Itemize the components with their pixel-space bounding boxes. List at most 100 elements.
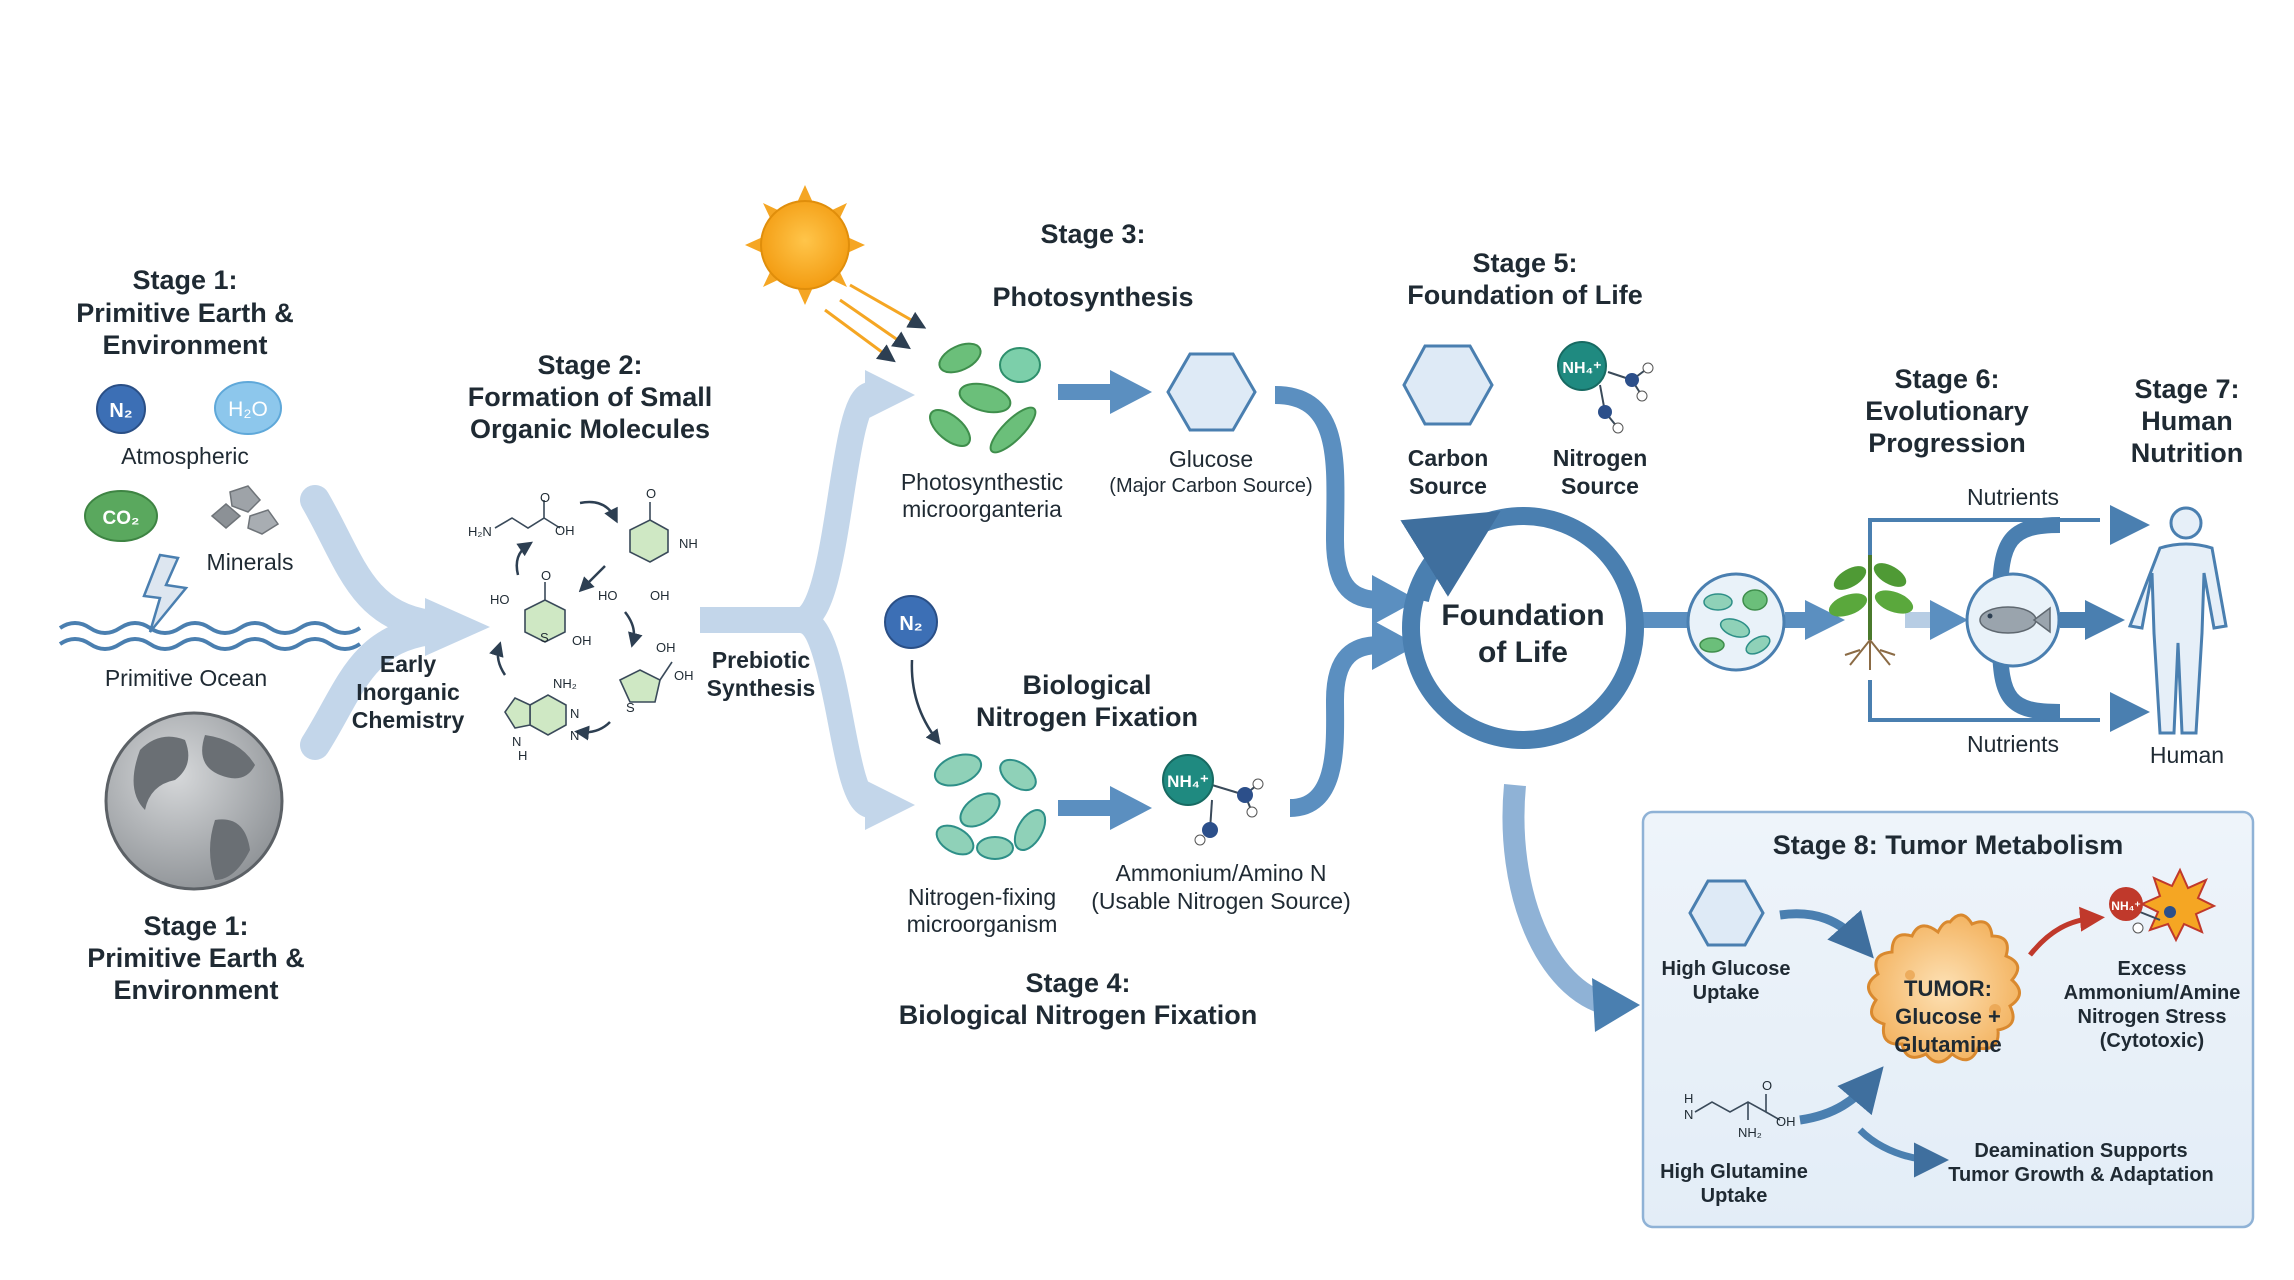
flow-arrows xyxy=(300,370,2150,1032)
nitrogen-fixing-bacteria-icon xyxy=(933,753,1047,860)
mol-oh-label-2: OH xyxy=(650,588,670,603)
n2-stage4-icon: N₂ xyxy=(884,595,941,745)
primitive-ocean-label: Primitive Ocean xyxy=(105,665,267,691)
arrowhead-plant-to-fish xyxy=(1930,600,1968,640)
stage8-title: Stage 8: Tumor Metabolism xyxy=(1773,830,2124,860)
foundation-of-life-circle: Foundation of Life xyxy=(1400,507,1644,749)
tumor-cell-icon: TUMOR: Glucose + Glutamine xyxy=(1867,913,2021,1064)
stage-3-title: Stage 3: Photosynthesis xyxy=(992,219,1193,312)
arrowhead-microbes-to-plant xyxy=(1805,600,1845,640)
nutrients-bottom-label: Nutrients xyxy=(1967,731,2059,757)
carbon-source-label-1: Carbon xyxy=(1408,445,1489,471)
mol-h-label: H xyxy=(518,748,527,763)
high-glutamine-label-1: High Glutamine xyxy=(1660,1161,1808,1183)
stage4-mid-title-2: Nitrogen Fixation xyxy=(976,702,1198,732)
glucose-hexagon-icon xyxy=(1166,352,1257,432)
early-inorganic-chemistry-label: Early Inorganic Chemistry xyxy=(352,651,465,733)
nutrients-top-bracket xyxy=(1868,518,2100,555)
fixer-label-2: microorganism xyxy=(907,911,1058,937)
prebiotic-synthesis-label: Prebiotic Synthesis xyxy=(707,647,816,701)
high-glutamine-label-2: Uptake xyxy=(1701,1185,1768,1207)
stage-4-title: Stage 4: Biological Nitrogen Fixation xyxy=(899,968,1258,1030)
early-chem-2: Inorganic xyxy=(356,679,460,705)
stage6-title-1: Stage 6: xyxy=(1894,364,1999,394)
lightning-icon xyxy=(142,553,189,633)
stage1-bottom-title-2: Primitive Earth & xyxy=(87,943,305,973)
early-chem-3: Chemistry xyxy=(352,707,465,733)
tumor-label-1: TUMOR: xyxy=(1904,976,1992,1001)
deamination-label-2: Tumor Growth & Adaptation xyxy=(1948,1164,2214,1186)
mol-n-label-2: N xyxy=(570,728,579,743)
molecule-labels: H₂N OH O NH O HO OH HO OH O S OH OH S NH… xyxy=(468,486,698,763)
small-organic-molecules xyxy=(494,500,673,736)
stage-8-panel: Stage 8: Tumor Metabolism High Glucose U… xyxy=(1641,810,2255,1229)
molecule-cycle-arrows xyxy=(489,500,643,741)
stage4-title-2: Biological Nitrogen Fixation xyxy=(899,1000,1258,1030)
arrowhead-organisms-to-glucose xyxy=(1110,370,1152,414)
foundation-label-1: Foundation xyxy=(1441,599,1604,632)
co2-cloud-icon: CO₂ xyxy=(84,490,158,542)
tumor-label-2: Glucose + xyxy=(1895,1004,2001,1029)
n2-label: N₂ xyxy=(109,400,132,422)
fish-icon xyxy=(1965,572,2061,668)
excess-label-1: Excess xyxy=(2118,958,2187,980)
arrow-tumor-to-excess xyxy=(2028,906,2105,957)
high-glucose-label-1: High Glucose xyxy=(1662,958,1791,980)
human-figure-icon xyxy=(2127,506,2228,735)
stage7-title-3: Nutrition xyxy=(2131,438,2243,468)
arrow-glutamine-to-tumor xyxy=(1799,1066,1884,1125)
flow-arrow-env-bottom xyxy=(300,615,445,760)
stage5-title-2: Foundation of Life xyxy=(1407,280,1642,310)
mol-s-label-2: S xyxy=(626,700,635,715)
glucose-label: Glucose xyxy=(1169,446,1253,472)
stage4-nh4-label: NH₄⁺ xyxy=(1167,772,1209,791)
stage-6-title: Stage 6: Evolutionary Progression xyxy=(1865,364,2029,458)
mol-h2n-label: H₂N xyxy=(468,524,492,539)
stage7-title-2: Human xyxy=(2141,406,2233,436)
arrow-glucose-to-tumor xyxy=(1779,909,1874,959)
ocean-wave-icon xyxy=(58,621,362,651)
stage-1-top: Stage 1: Primitive Earth & Environment xyxy=(76,265,294,360)
co2-label: CO₂ xyxy=(103,508,140,529)
stage4-n2-label: N₂ xyxy=(899,613,922,635)
deamination-label-1: Deamination Supports xyxy=(1974,1140,2187,1162)
stage-4-mid-title: Biological Nitrogen Fixation xyxy=(976,670,1198,732)
mol-o-label-3: O xyxy=(541,568,551,583)
nitrogen-source-label-2: Source xyxy=(1561,473,1639,499)
minerals-icon xyxy=(210,485,280,535)
glut-nh2-label: NH₂ xyxy=(1738,1125,1762,1140)
mol-n-label-1: N xyxy=(570,706,579,721)
earth-globe-icon xyxy=(104,711,284,891)
stage1-bottom-title-1: Stage 1: xyxy=(143,911,248,941)
mol-ho-label-2: HO xyxy=(490,592,510,607)
arrowhead-foundation-to-tumor xyxy=(1592,978,1640,1032)
arrow-foundation-to-tumor xyxy=(1502,783,1614,1016)
plant-icon xyxy=(1828,555,1914,670)
mol-nh2-label: NH₂ xyxy=(553,676,577,691)
mol-oh-label-5: OH xyxy=(674,668,694,683)
stage-1-bottom: Stage 1: Primitive Earth & Environment xyxy=(87,911,305,1005)
glut-oh-label: OH xyxy=(1776,1114,1796,1129)
stage3-title-2: Photosynthesis xyxy=(992,282,1193,312)
atmospheric-label: Atmospheric xyxy=(121,443,249,469)
glucose-sublabel: (Major Carbon Source) xyxy=(1109,475,1312,497)
mol-n-label-3: N xyxy=(512,734,521,749)
microbes-petri-icon xyxy=(1686,572,1786,672)
stage4-title-1: Stage 4: xyxy=(1025,968,1130,998)
mol-o-label-1: O xyxy=(540,490,550,505)
photo-organism-label-1: Photosynthestic xyxy=(901,469,1063,495)
stage3-title-1: Stage 3: xyxy=(1040,219,1145,249)
glut-n-label: N xyxy=(1684,1107,1693,1122)
stage2-title-1: Stage 2: xyxy=(537,350,642,380)
nutrients-bottom-arrowhead xyxy=(2110,692,2150,732)
fixer-label-1: Nitrogen-fixing xyxy=(908,884,1056,910)
nitrogen-source-molecule-icon: NH₄⁺ xyxy=(1557,341,1654,434)
stage-7-title: Stage 7: Human Nutrition xyxy=(2131,374,2243,468)
arrowhead-ammonium-to-foundation xyxy=(1372,620,1418,670)
arrow-glucose-to-foundation xyxy=(1274,386,1381,609)
mol-ho-label-1: HO xyxy=(598,588,618,603)
stage5-title-1: Stage 5: xyxy=(1472,248,1577,278)
minerals-label: Minerals xyxy=(207,549,294,575)
arrowhead-fixers-to-ammonium xyxy=(1110,786,1152,830)
